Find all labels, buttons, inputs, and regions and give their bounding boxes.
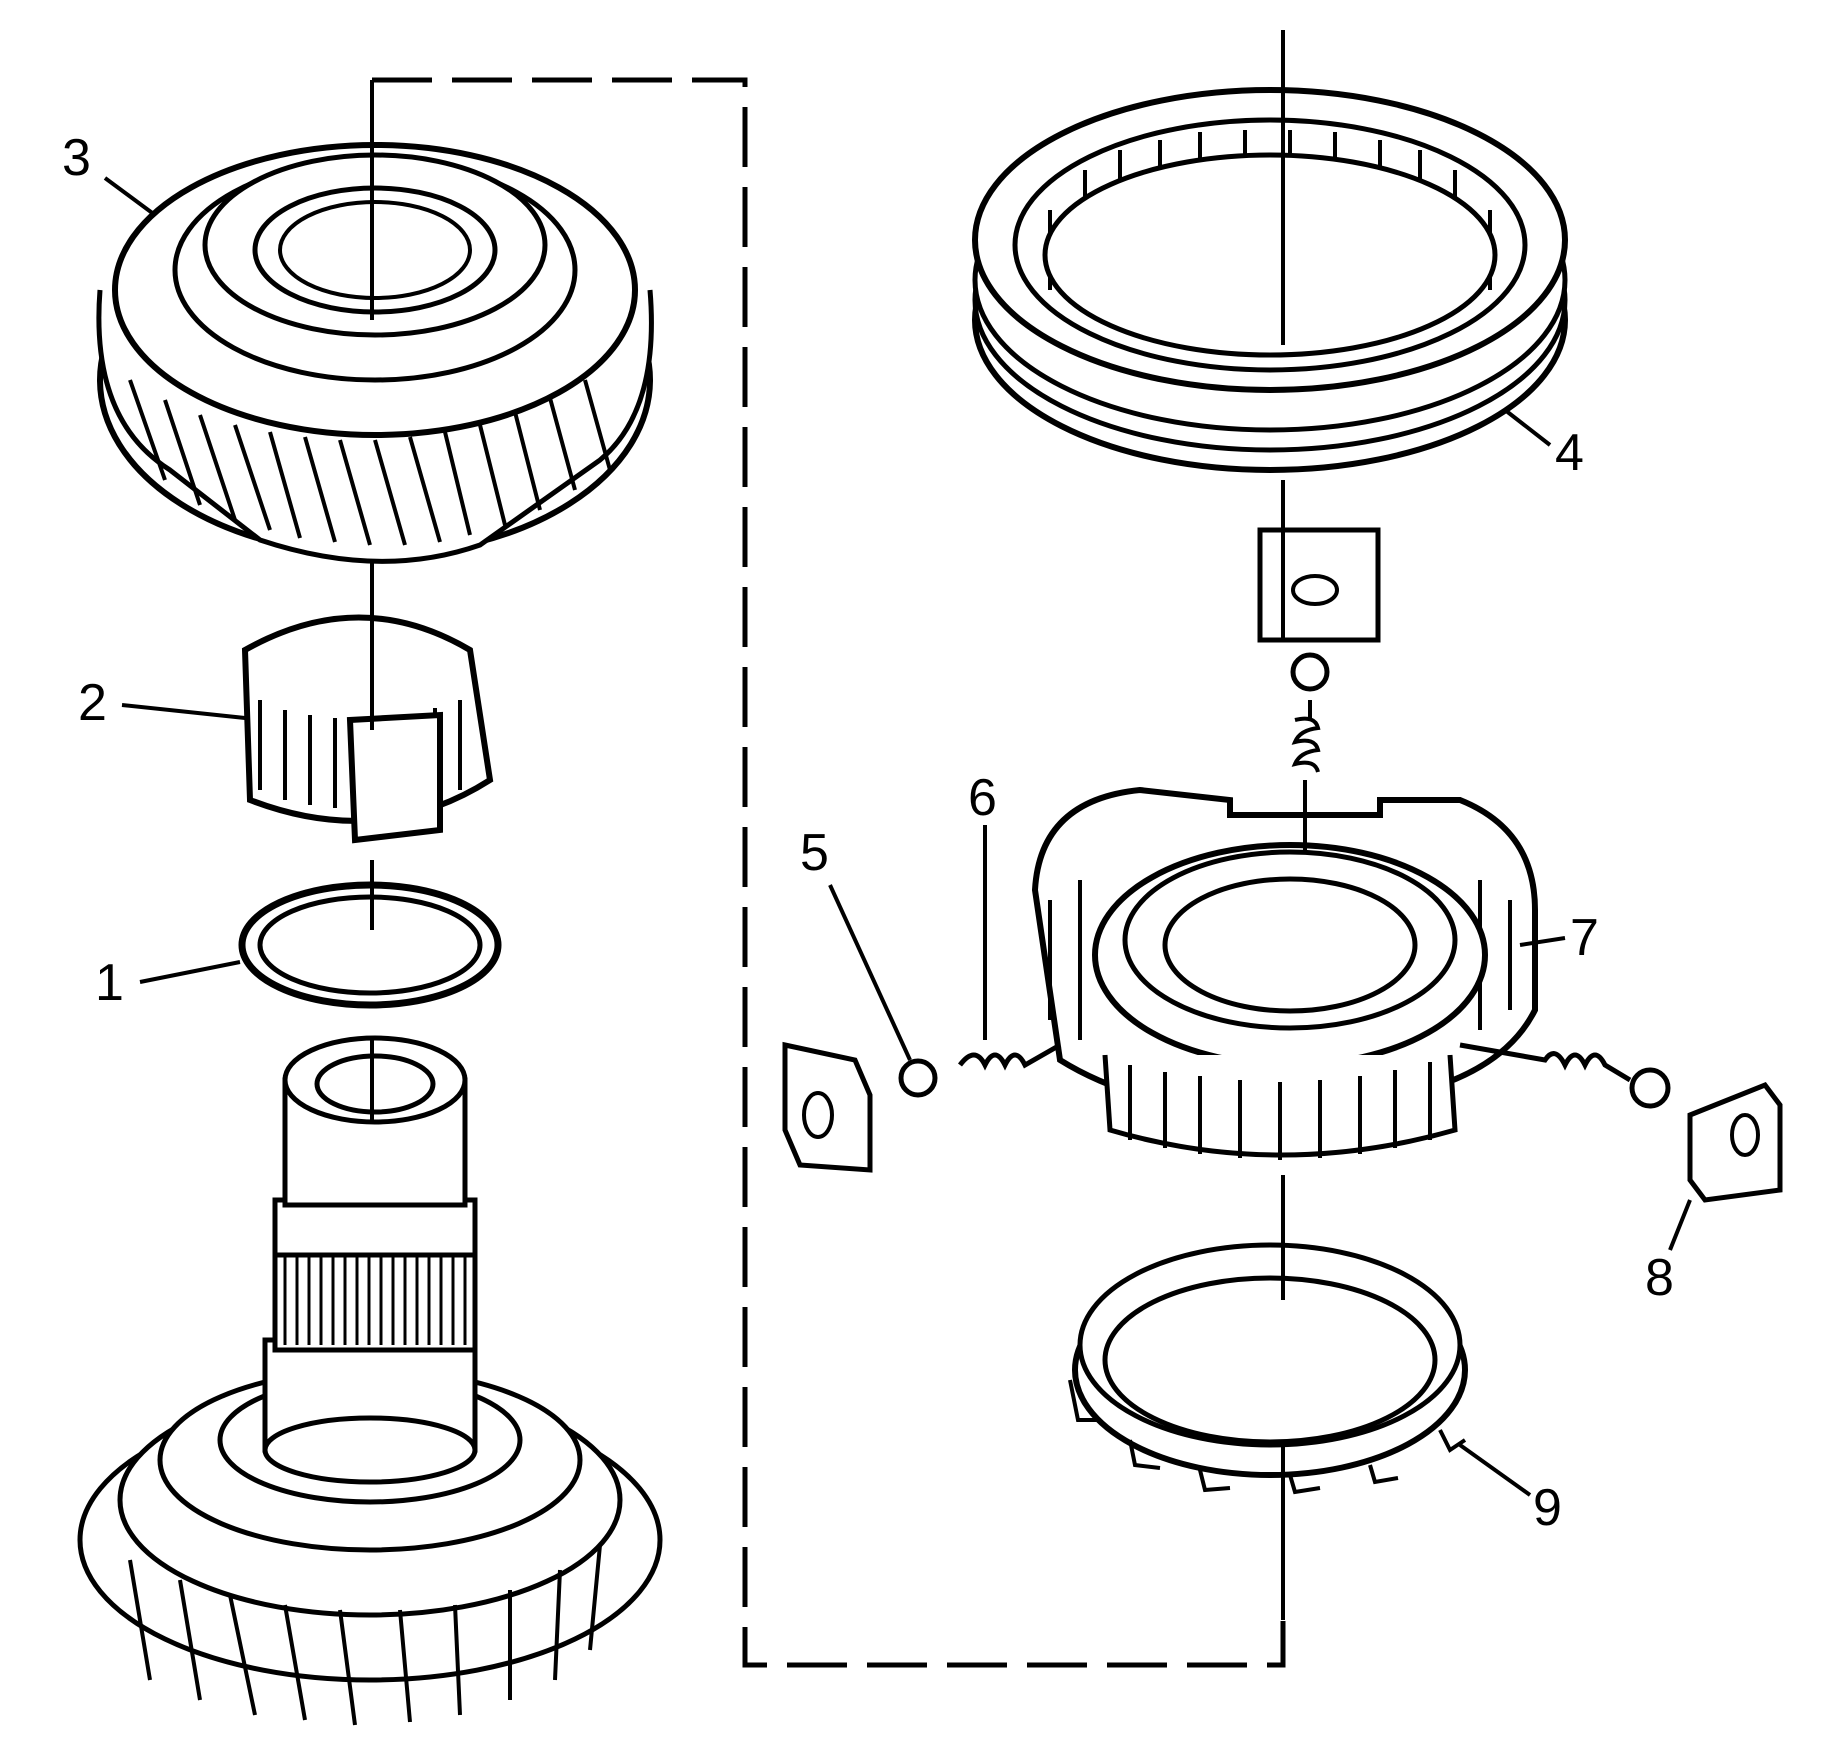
callout-6: 6 [968,769,997,1040]
detent-key-right [1687,1081,1783,1203]
sync-centerline [1281,30,1312,1620]
detent-spring-left [958,1042,1062,1071]
helical-gear [96,142,654,564]
detent-spring-right [1459,1042,1632,1083]
synchronizer-sleeve [972,87,1568,473]
detent-key-top [1257,527,1381,850]
callout-9-label: 9 [1533,1479,1562,1537]
callout-6-label: 6 [968,769,997,827]
callout-5: 5 [800,824,912,1061]
synchronizer-hub [1031,786,1538,1160]
assembly-bracket [372,77,1286,1668]
callout-7: 7 [1519,909,1599,967]
callout-1-label: 1 [95,954,124,1012]
callout-2: 2 [78,674,246,732]
input-shaft [77,1035,663,1726]
callout-8-label: 8 [1645,1249,1674,1307]
callout-4-label: 4 [1555,424,1584,482]
callout-8: 8 [1645,1199,1692,1307]
callout-3-label: 3 [62,129,91,187]
detent-ball-left [898,1058,938,1098]
callout-3: 3 [62,129,157,217]
detent-ball-right [1629,1067,1671,1109]
callout-7-label: 7 [1570,909,1599,967]
detent-key-left [782,1041,873,1173]
needle-bearing [241,614,494,844]
blocking-ring [1068,1242,1468,1495]
callout-9: 9 [1458,1443,1562,1537]
callout-2-label: 2 [78,674,107,732]
callout-1: 1 [95,954,241,1012]
callout-5-label: 5 [800,824,829,882]
callout-4: 4 [1503,408,1584,482]
